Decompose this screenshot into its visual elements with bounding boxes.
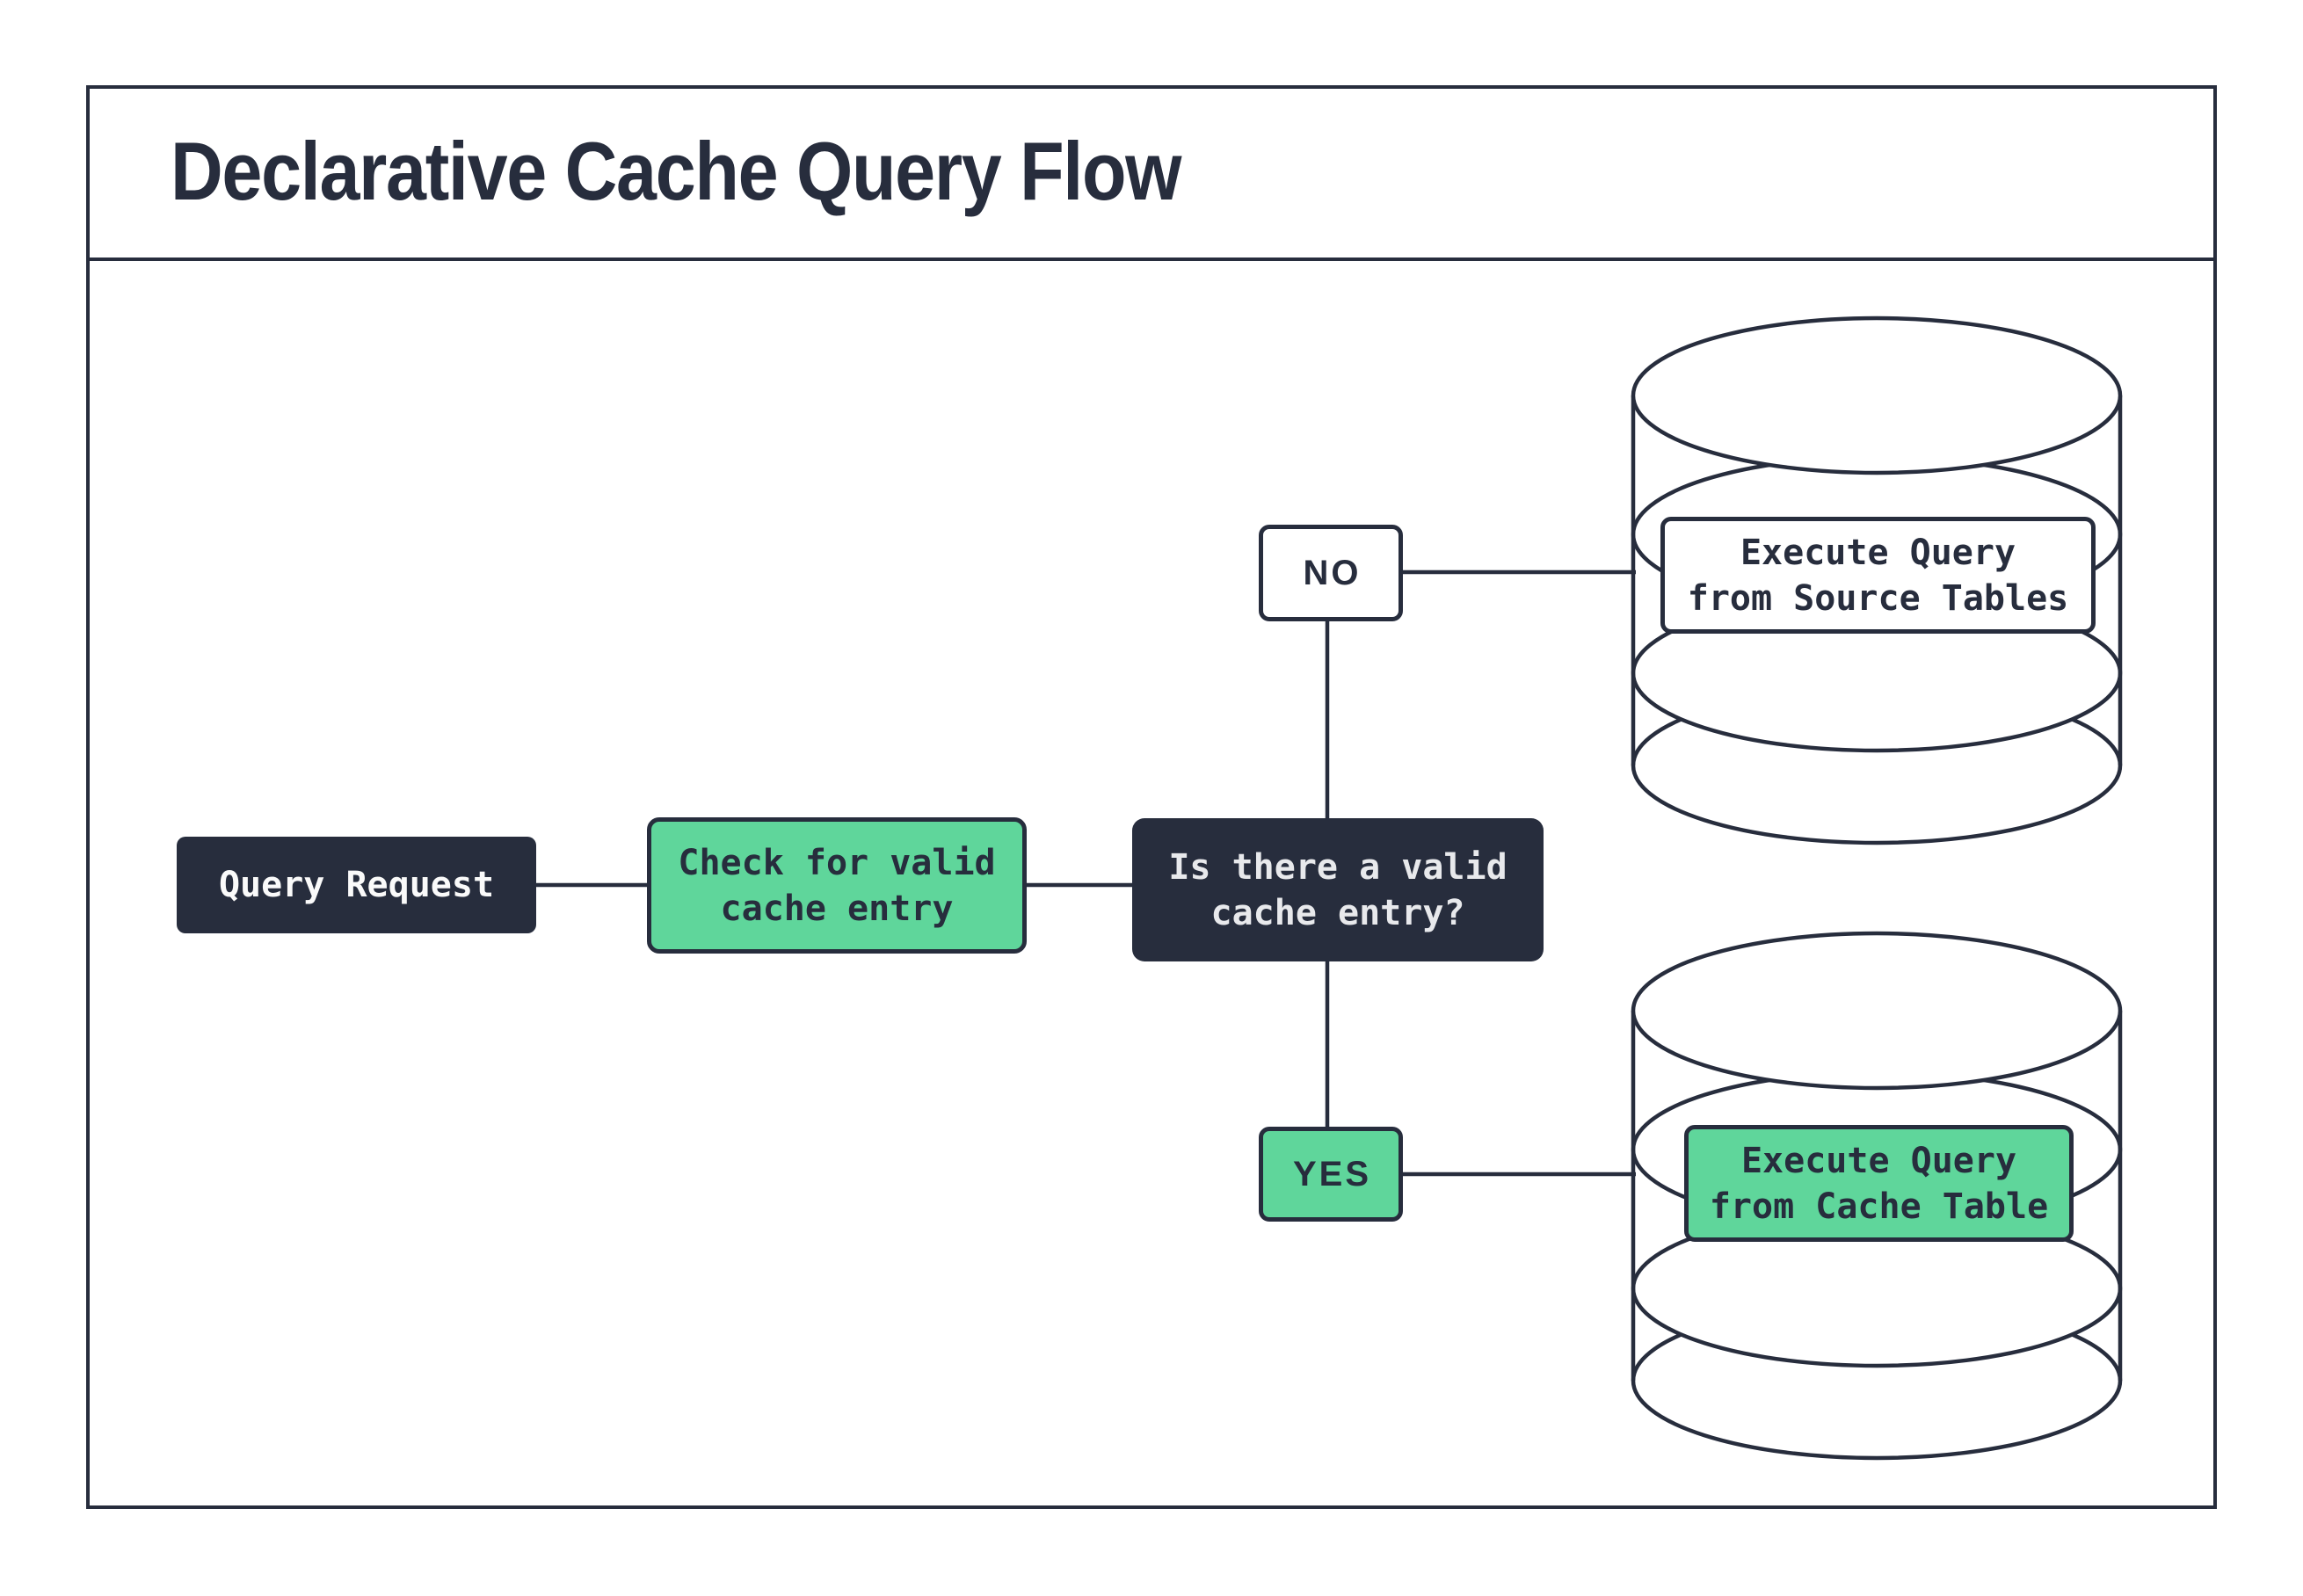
yes-branch-label: YES (1259, 1127, 1403, 1222)
diagram-header: Declarative Cache Query Flow (86, 85, 2217, 261)
yes-branch-text: YES (1292, 1155, 1372, 1193)
execute-cache-node: Execute Query from Cache Table (1684, 1125, 2074, 1242)
no-branch-label: NO (1259, 525, 1403, 621)
check-cache-node: Check for valid cache entry (647, 817, 1027, 954)
diagram-frame (86, 85, 2217, 1509)
query-request-node: Query Request (177, 837, 536, 933)
execute-source-node: Execute Query from Source Tables (1660, 517, 2096, 634)
connector-lines (536, 569, 1636, 1177)
no-branch-text: NO (1303, 554, 1362, 592)
page-title: Declarative Cache Query Flow (171, 125, 1182, 217)
decision-node: Is there a valid cache entry? (1132, 818, 1544, 961)
